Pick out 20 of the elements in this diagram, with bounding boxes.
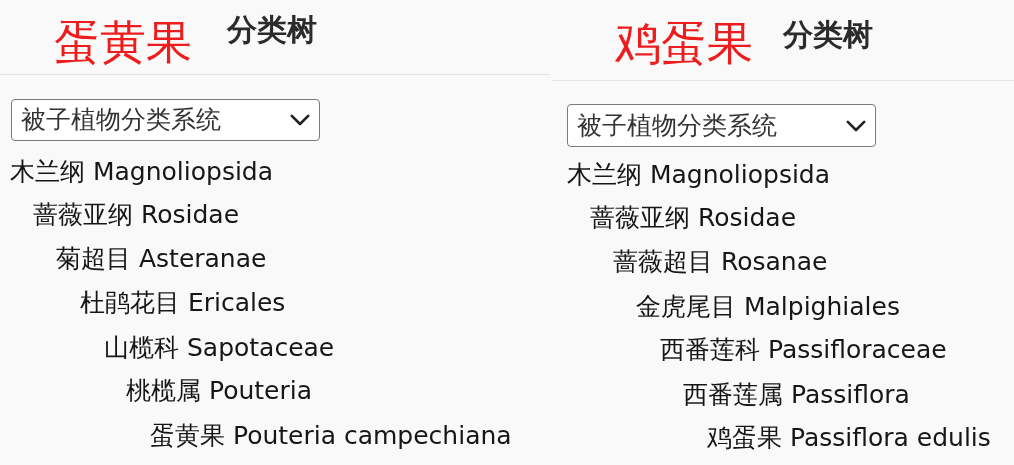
heading: 蛋黄果 xyxy=(54,15,192,71)
tree-item: 鸡蛋果 Passiflora edulis xyxy=(707,423,991,453)
tree-item: 杜鹃花目 Ericales xyxy=(80,288,286,318)
tree-item: 西番莲科 Passifloraceae xyxy=(660,335,947,365)
tree-item: 山榄科 Sapotaceae xyxy=(104,333,335,363)
tree-item: 西番莲属 Passiflora xyxy=(683,380,910,410)
tree-item: 蛋黄果 Pouteria campechiana xyxy=(150,421,512,451)
dropdown: 被子植物分类系统 xyxy=(567,104,876,147)
subheading: 分类树 xyxy=(783,17,873,53)
heading: 鸡蛋果 xyxy=(615,16,753,72)
subheading: 分类树 xyxy=(227,12,317,48)
tree-item: 桃榄属 Pouteria xyxy=(126,376,312,406)
tree-item: 蔷薇超目 Rosanae xyxy=(613,247,828,277)
tree-item: 菊超目 Asteranae xyxy=(56,244,267,274)
dropdown: 被子植物分类系统 xyxy=(11,99,320,141)
tree-item: 蔷薇亚纲 Rosidae xyxy=(590,203,797,233)
tree-item: 木兰纲 Magnoliopsida xyxy=(567,160,831,190)
tree-item: 木兰纲 Magnoliopsida xyxy=(10,157,274,187)
tree-item: 蔷薇亚纲 Rosidae xyxy=(33,200,240,230)
tree-item: 金虎尾目 Malpighiales xyxy=(636,292,900,322)
